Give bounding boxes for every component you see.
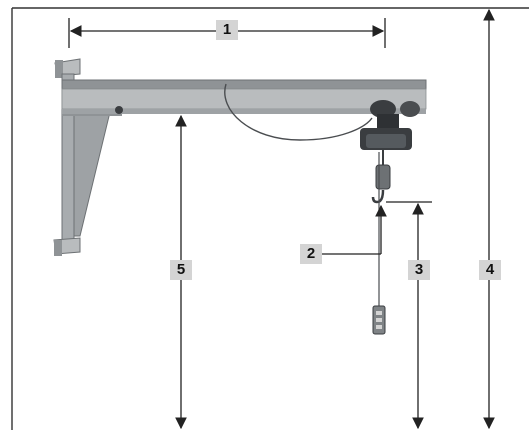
frame-border bbox=[11, 7, 529, 430]
upper-wall-bracket bbox=[54, 58, 81, 78]
hook-block bbox=[371, 150, 391, 204]
diagonal-brace bbox=[73, 111, 111, 237]
dimension-lines bbox=[68, 8, 495, 430]
label-2: 2 bbox=[300, 244, 322, 264]
festoon-cable bbox=[224, 83, 373, 141]
jib-crane bbox=[53, 58, 427, 335]
label-5: 5 bbox=[170, 260, 192, 280]
label-3: 3 bbox=[408, 260, 430, 280]
label-1: 1 bbox=[216, 20, 238, 40]
label-4: 4 bbox=[479, 260, 501, 280]
pivot-bolt bbox=[115, 106, 123, 114]
pendant-control bbox=[372, 152, 386, 335]
lower-wall-bracket bbox=[53, 237, 81, 256]
jib-boom bbox=[61, 79, 427, 114]
hoist-trolley bbox=[360, 100, 420, 150]
